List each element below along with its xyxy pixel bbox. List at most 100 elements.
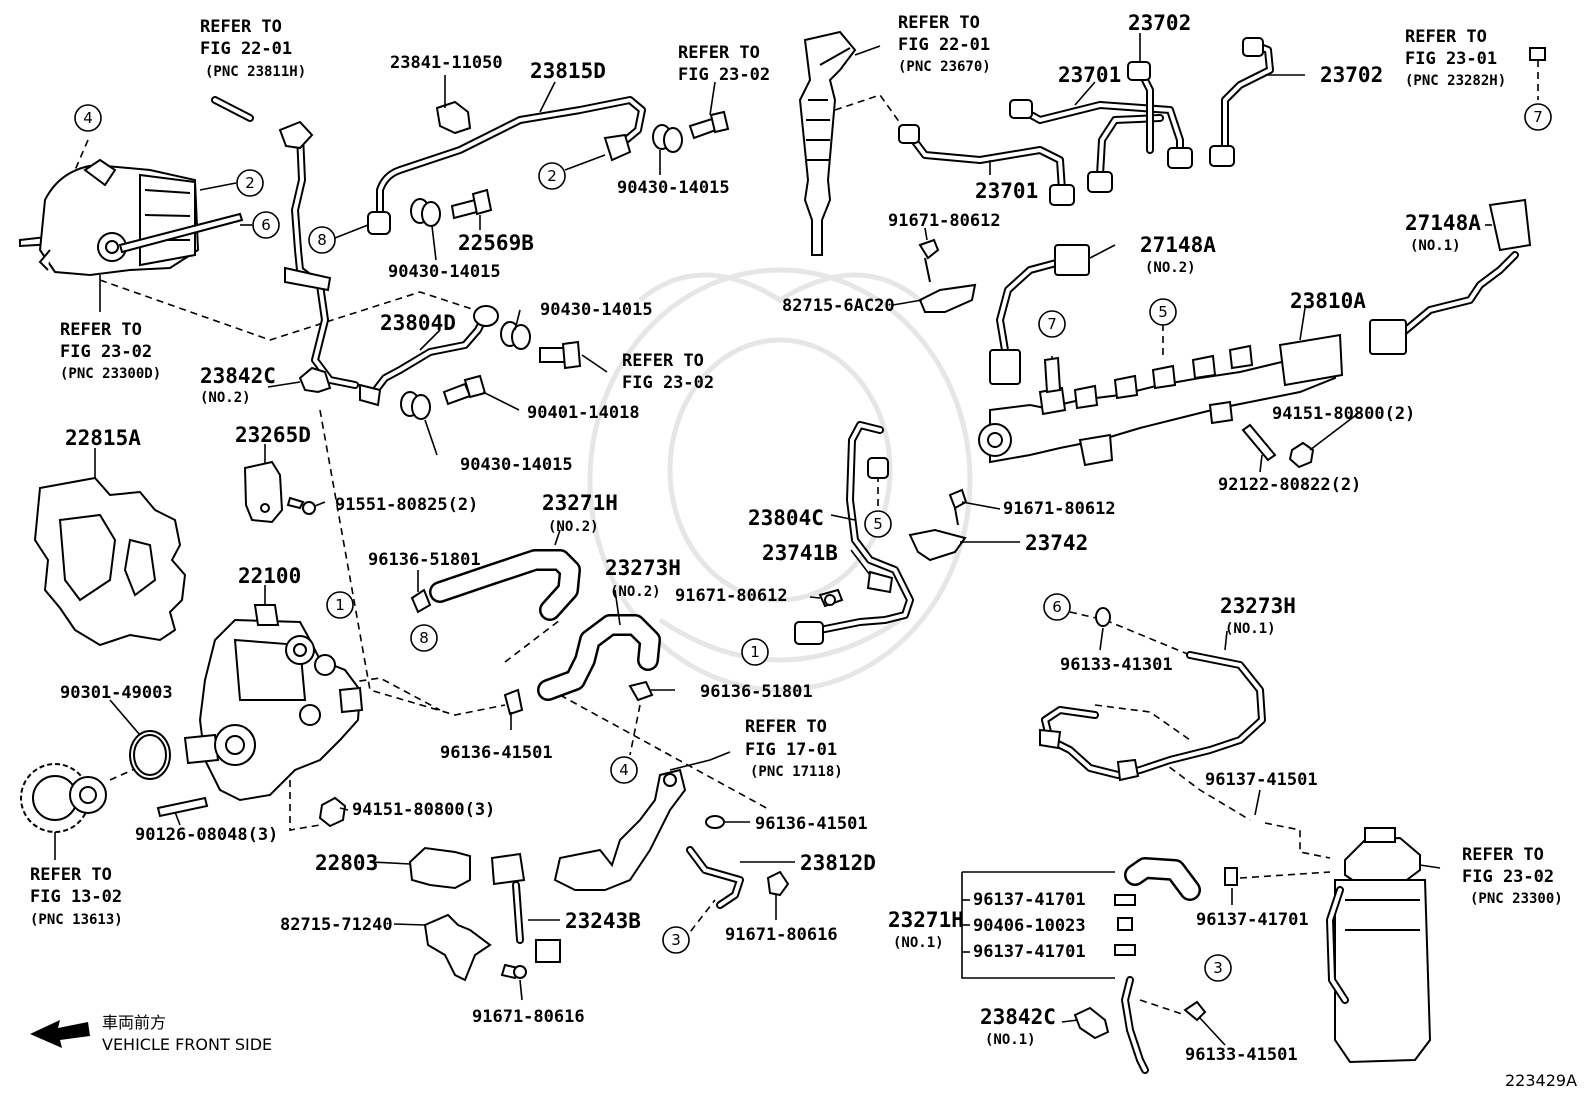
watermark	[587, 267, 973, 693]
injection-pipes	[898, 37, 1274, 206]
part-number-label: 96137-41701	[1196, 910, 1309, 930]
part-number-label: 91671-80616	[725, 925, 838, 945]
part-number-label: 22803	[315, 851, 378, 875]
part-number-label: 90126-08048(3)	[135, 825, 278, 845]
refer-label: FIG 23-02	[60, 342, 152, 362]
part-number-sub-label: (NO.1)	[1410, 238, 1461, 254]
part-number-label: 91671-80612	[675, 586, 788, 606]
circled-ref-5: 5	[1149, 298, 1177, 326]
refer-label: REFER TO	[1405, 27, 1487, 47]
refer-label: FIG 23-02	[622, 373, 714, 393]
part-number-label: 23804D	[380, 311, 456, 335]
o-ring-90301	[129, 730, 171, 780]
circled-ref-2: 2	[236, 169, 264, 197]
part-number-sub-label: (NO.2)	[1145, 260, 1196, 276]
circled-ref-8: 8	[308, 226, 336, 254]
refer-label: FIG 22-01	[898, 35, 990, 55]
supply-pump-22100	[183, 604, 364, 802]
vehicle-front-jp-label: 車両前方	[102, 1013, 166, 1032]
bracket-17118	[553, 768, 687, 891]
injector	[798, 30, 857, 256]
part-number-label: 27148A	[1140, 233, 1216, 257]
part-number-label: 90430-14015	[388, 262, 501, 282]
bracket-23271H-group	[961, 871, 1115, 979]
svg-text:6: 6	[261, 216, 271, 234]
part-number-label: 96137-41501	[1205, 770, 1318, 790]
hose-clamps-mid	[705, 607, 1111, 829]
circled-ref-8: 8	[410, 624, 438, 652]
part-number-label: 22100	[238, 564, 301, 588]
refer-label: (PNC 23300D)	[60, 366, 161, 382]
part-number-label: 23810A	[1290, 289, 1366, 313]
part-number-label: 23271H	[542, 491, 618, 515]
refer-label: (PNC 17118)	[750, 764, 843, 780]
refer-label: FIG 23-02	[678, 65, 770, 85]
clip-96133-41501	[1183, 1000, 1207, 1022]
part-22803	[408, 846, 471, 890]
part-number-label: 94151-80800(2)	[1272, 404, 1415, 424]
circled-ref-4: 4	[74, 104, 102, 132]
refer-label: REFER TO	[60, 320, 142, 340]
clip-23282H	[1529, 47, 1546, 61]
refer-label: FIG 23-01	[1405, 49, 1497, 69]
circled-ref-2: 2	[538, 162, 566, 190]
refer-label: FIG 13-02	[30, 887, 122, 907]
refer-label: REFER TO	[30, 865, 112, 885]
part-number-label: 27148A	[1405, 211, 1481, 235]
circled-ref-7: 7	[1524, 103, 1552, 131]
part-number-sub-label: (NO.2)	[610, 584, 661, 600]
part-number-label: 96136-51801	[700, 682, 813, 702]
refer-label: REFER TO	[745, 717, 827, 737]
refer-label: (PNC 23811H)	[205, 64, 306, 80]
part-number-label: 90430-14015	[460, 455, 573, 475]
sensor-27148A-no1	[1369, 198, 1532, 355]
svg-text:2: 2	[245, 174, 255, 192]
bracket-23742	[908, 488, 968, 562]
part-number-label: 22815A	[65, 426, 141, 450]
svg-text:1: 1	[335, 596, 345, 614]
vehicle-front-en-label: VEHICLE FRONT SIDE	[102, 1035, 272, 1054]
part-number-sub-label: (NO.1)	[985, 1032, 1036, 1048]
refer-label: (PNC 23670)	[898, 59, 991, 75]
part-number-label: 23842C	[200, 364, 276, 388]
part-number-label: 92122-80822(2)	[1218, 475, 1361, 495]
part-number-label: 91671-80612	[1003, 499, 1116, 519]
part-number-label: 96136-41501	[755, 814, 868, 834]
part-number-label: 96137-41701	[973, 890, 1086, 910]
part-number-label: 90430-14015	[540, 300, 653, 320]
hose-23271H-no2	[410, 549, 581, 621]
stud-90126	[156, 796, 209, 818]
svg-text:2: 2	[547, 167, 557, 185]
part-number-label: 96133-41301	[1060, 655, 1173, 675]
circled-ref-1: 1	[741, 638, 769, 666]
part-number-label: 91671-80612	[888, 211, 1001, 231]
part-number-label: 96133-41501	[1185, 1045, 1298, 1065]
vehicle-front-arrow-icon	[30, 1020, 90, 1048]
circled-ref-1: 1	[326, 591, 354, 619]
part-number-label: 23243B	[565, 909, 641, 933]
part-number-label: 22569B	[458, 231, 534, 255]
refer-label: REFER TO	[678, 43, 760, 63]
drive-gear	[20, 763, 107, 833]
common-rail-23810A	[978, 333, 1344, 467]
refer-label: FIG 23-02	[1462, 867, 1554, 887]
bracket-82715-71240	[423, 913, 492, 982]
part-number-label: 82715-6AC20	[782, 296, 895, 316]
part-number-label: 96137-41701	[973, 942, 1086, 962]
refer-label: REFER TO	[200, 17, 282, 37]
nut-94151-a	[318, 796, 347, 828]
part-number-label: 23273H	[605, 556, 681, 580]
refer-label: REFER TO	[1462, 845, 1544, 865]
circled-ref-6: 6	[252, 211, 280, 239]
part-number-label: 23273H	[1220, 594, 1296, 618]
leader-lines	[54, 33, 1492, 1046]
part-number-label: 23815D	[530, 59, 606, 83]
part-number-label: 23702	[1128, 11, 1191, 35]
circled-ref-3: 3	[1204, 954, 1232, 982]
circled-ref-4: 4	[610, 756, 638, 784]
part-number-label: 23812D	[800, 851, 876, 875]
circled-ref-6: 6	[1043, 593, 1071, 621]
refer-label: FIG 22-01	[200, 39, 292, 59]
part-number-sub-label: (NO.2)	[200, 390, 251, 406]
